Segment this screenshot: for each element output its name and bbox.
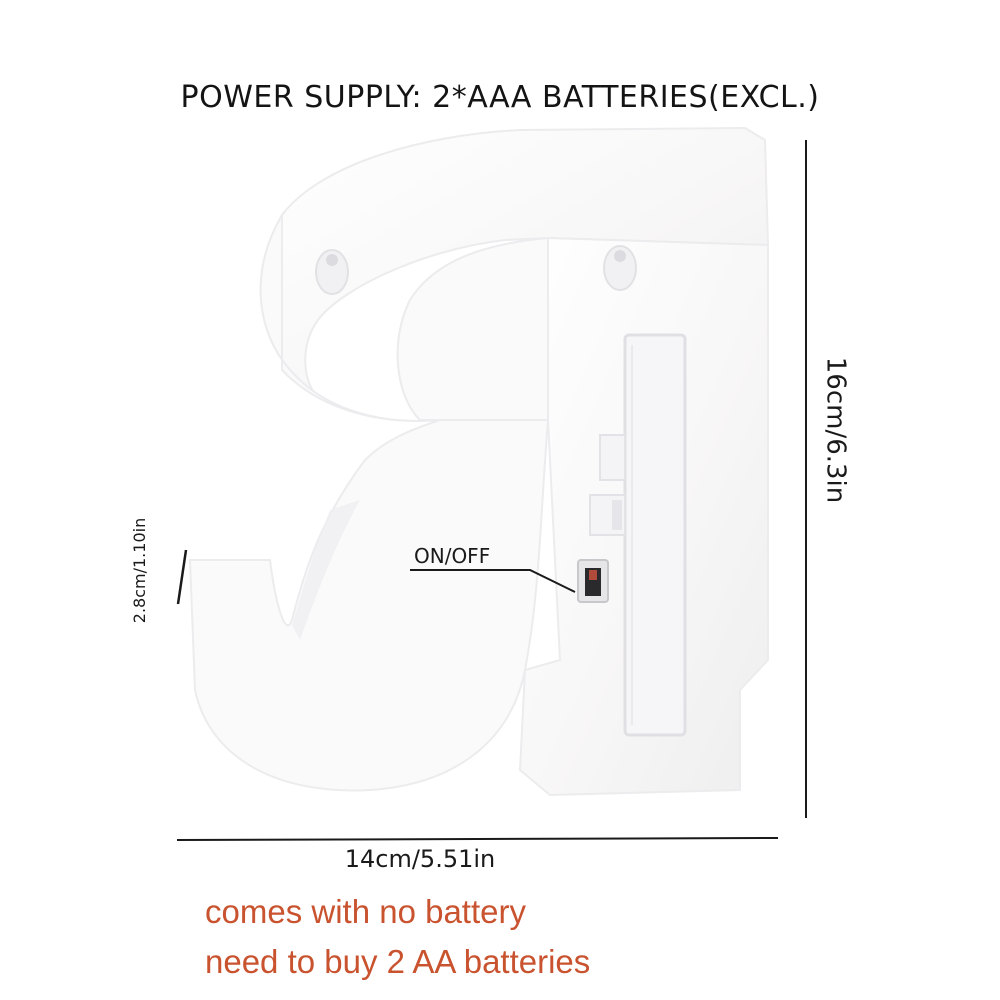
note-buy-batteries: need to buy 2 AA batteries [205,943,591,980]
battery-cover [623,333,687,737]
switch-label: ON/OFF [414,544,491,568]
note-no-battery: comes with no battery [205,893,526,930]
letter-leg [188,419,550,792]
depth-label-text: 2.8cm/1.10in [130,517,150,623]
height-label-text: 16cm/6.3in [820,356,850,504]
width-label: 14cm/5.51in [344,845,496,873]
power-switch [577,559,609,603]
power-supply-title: POWER SUPPLY: 2*AAA BATTERIES(EXCL.) [180,80,820,115]
depth-dimension-line [176,549,188,605]
depth-label: 2.8cm/1.10in [110,500,170,640]
keyhole-slot-left [315,249,349,295]
height-label: 16cm/6.3in [795,330,875,530]
width-dimension-line [176,837,779,841]
letter-bowl [259,211,549,422]
switch-leader-line [410,569,576,593]
keyhole-slot-right [603,245,637,291]
